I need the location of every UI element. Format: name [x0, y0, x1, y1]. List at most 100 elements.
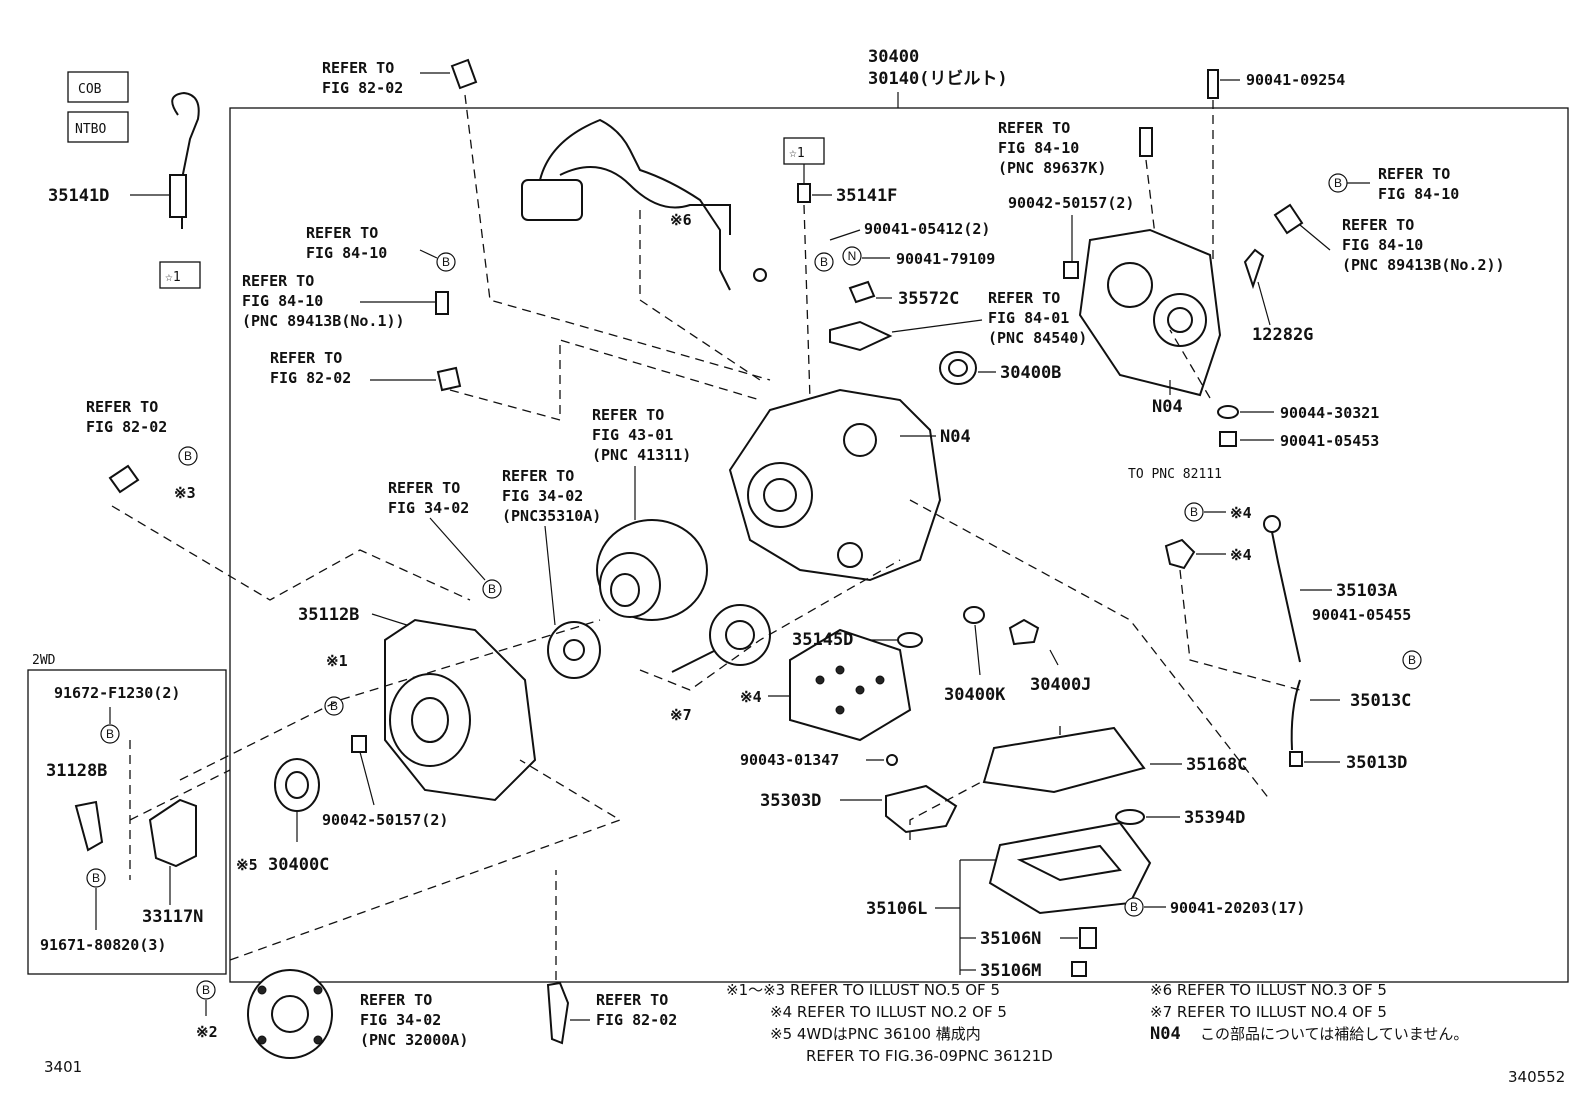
part-90044-30321: 90044-30321 — [1280, 404, 1379, 422]
part-35013d: 35013D — [1346, 753, 1407, 773]
svg-text:B: B — [202, 983, 210, 997]
ref-fig8202-d-line2: FIG 82-02 — [596, 1011, 677, 1029]
oil-pump-icon — [547, 621, 601, 679]
ref-fig8410-e-line3: (PNC 89413B(No.1)) — [242, 312, 405, 330]
part-90041-05412: 90041-05412(2) — [864, 220, 990, 238]
hose-35141d-icon — [169, 91, 200, 229]
ref-fig4301-line3: (PNC 41311) — [592, 446, 691, 464]
part-12282g: 12282G — [1252, 325, 1313, 345]
code-box-cob — [67, 71, 129, 103]
part-30400j: 30400J — [1030, 675, 1091, 695]
oil-pan-icon — [988, 821, 1152, 915]
part-90041-09254: 90041-09254 — [1246, 71, 1345, 89]
code-box-ntbo — [67, 111, 129, 143]
part-35013c: 35013C — [1350, 691, 1411, 711]
ref-fig8410-d-line1: REFER TO — [306, 224, 378, 242]
ref-fig8410-c-line1: REFER TO — [1342, 216, 1414, 234]
bracket-bottom-icon — [546, 981, 570, 1045]
bracket-31128b-icon — [74, 800, 104, 852]
dipstick-icon — [1263, 515, 1303, 767]
ref-fig8401-line1: REFER TO — [988, 289, 1060, 307]
wire-harness-icon — [521, 118, 767, 291]
part-35106m: 35106M — [980, 961, 1041, 981]
ref-fig8202-c-line1: REFER TO — [86, 398, 158, 416]
figure-number: 3401 — [44, 1058, 82, 1076]
ref-fig8410-b-line1: REFER TO — [1378, 165, 1450, 183]
svg-text:B: B — [488, 582, 496, 596]
washer-35394d-icon — [1115, 809, 1145, 825]
part-35106l: 35106L — [866, 899, 927, 919]
ref-fig8401-line2: FIG 84-01 — [988, 309, 1069, 327]
note-mark-4-b: ※4 — [1230, 546, 1252, 564]
part-35394d: 35394D — [1184, 808, 1245, 828]
ref-fig8202-top-line1: REFER TO — [322, 59, 394, 77]
svg-text:B: B — [442, 255, 450, 269]
ref-fig3402-c-line3: (PNC 32000A) — [360, 1031, 468, 1049]
input-shaft-icon — [671, 604, 771, 673]
ref-fig3402-b-line2: FIG 34-02 — [502, 487, 583, 505]
note-7-code: N04 — [1150, 1024, 1181, 1044]
ref-fig8410-e-line2: FIG 84-10 — [242, 292, 323, 310]
dowel-pin-bottom-icon — [351, 735, 367, 753]
two-wd-panel — [27, 669, 227, 975]
ref-fig8202-c-line2: FIG 82-02 — [86, 418, 167, 436]
ref-fig8202-b-line1: REFER TO — [270, 349, 342, 367]
part-35168c: 35168C — [1186, 755, 1247, 775]
svg-text:B: B — [92, 871, 100, 885]
ref-fig3402-b-line1: REFER TO — [502, 467, 574, 485]
part-35112b: 35112B — [298, 605, 359, 625]
small-gasket-icon — [886, 754, 898, 766]
differential-gear-icon — [596, 519, 708, 621]
part-35103a: 35103A — [1336, 581, 1397, 601]
part-91672-f1230: 91672-F1230(2) — [54, 684, 180, 702]
oil-seal-30400b-icon — [939, 351, 977, 385]
plug-30400j-icon — [1008, 618, 1040, 646]
washer-30400k-icon — [963, 606, 985, 624]
note-5: ※6 REFER TO ILLUST NO.3 OF 5 — [1150, 981, 1387, 999]
oil-seal-30400c-icon — [274, 758, 320, 812]
part-31128b: 31128B — [46, 761, 107, 781]
pan-gasket-icon — [982, 726, 1146, 794]
note-mark-7: ※7 — [670, 706, 692, 724]
svg-text:B: B — [1130, 900, 1138, 914]
svg-text:B: B — [820, 255, 828, 269]
part-91671-80820: 91671-80820(3) — [40, 936, 166, 954]
ref-fig8202-d-line1: REFER TO — [596, 991, 668, 1009]
ref-fig4301-line1: REFER TO — [592, 406, 664, 424]
o-ring-icon — [897, 632, 923, 648]
note-2: ※4 REFER TO ILLUST NO.2 OF 5 — [770, 1003, 1007, 1021]
transaxle-case-icon — [728, 388, 942, 582]
note-1: ※1～※3 REFER TO ILLUST NO.5 OF 5 — [726, 981, 1000, 999]
ref-fig8410-a-line2: FIG 84-10 — [998, 139, 1079, 157]
note-mark-2: ※2 — [196, 1023, 218, 1041]
main-part-number: 30400 — [868, 47, 919, 67]
ref-fig3402-c-line1: REFER TO — [360, 991, 432, 1009]
ref-fig8410-c-line2: FIG 84-10 — [1342, 236, 1423, 254]
part-90041-20203: 90041-20203(17) — [1170, 899, 1305, 917]
svg-text:B: B — [184, 449, 192, 463]
part-90043-01347: 90043-01347 — [740, 751, 839, 769]
note-mark-4-c: ※4 — [740, 688, 762, 706]
svg-text:B: B — [330, 699, 338, 713]
ref-fig3402-c-line2: FIG 34-02 — [360, 1011, 441, 1029]
part-30400c: 30400C — [268, 855, 329, 875]
dowel-pin-icon — [1063, 261, 1079, 279]
ref-fig8410-a-line1: REFER TO — [998, 119, 1070, 137]
gasket-icon — [1217, 405, 1239, 419]
ref-fig8410-a-line3: (PNC 89637K) — [998, 159, 1106, 177]
plug-35141f-icon — [797, 183, 811, 203]
star-mark-top: ☆1 — [789, 146, 805, 161]
rebuilt-part-number: 30140(リビルト) — [868, 69, 1008, 89]
note-6: ※7 REFER TO ILLUST NO.4 OF 5 — [1150, 1003, 1387, 1021]
part-90041-05453: 90041-05453 — [1280, 432, 1379, 450]
ref-fig4301-line2: FIG 43-01 — [592, 426, 673, 444]
svg-text:N: N — [848, 249, 857, 263]
part-33117n: 33117N — [142, 907, 203, 927]
svg-text:B: B — [1334, 176, 1342, 190]
part-35106n: 35106N — [980, 929, 1041, 949]
ref-fig8202-b-line2: FIG 82-02 — [270, 369, 351, 387]
ref-fig8410-c-line3: (PNC 89413B(No.2)) — [1342, 256, 1505, 274]
part-35141d: 35141D — [48, 186, 109, 206]
